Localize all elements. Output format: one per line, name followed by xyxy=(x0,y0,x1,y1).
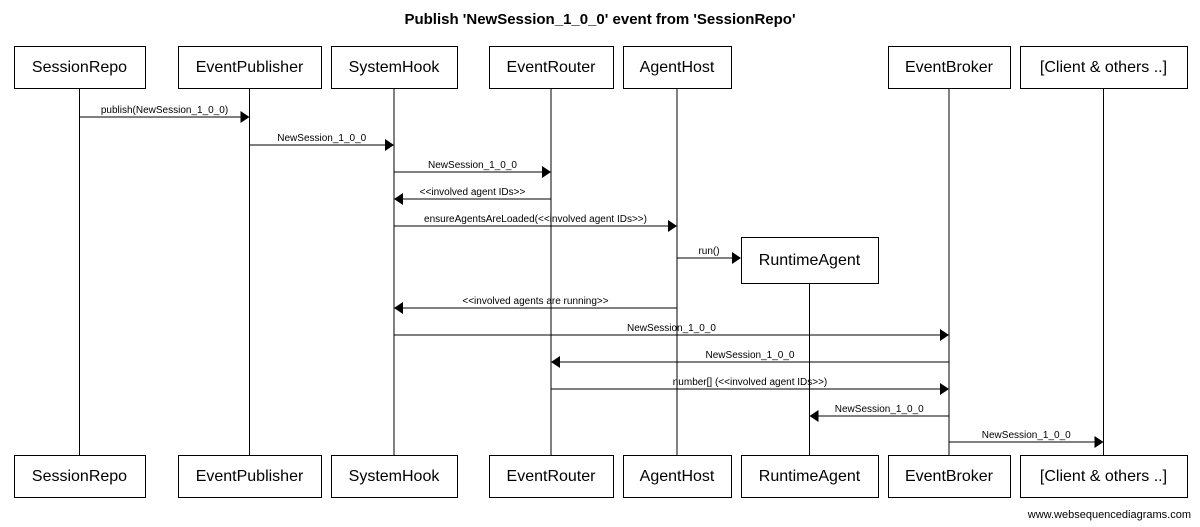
participant-label: EventRouter xyxy=(507,468,597,485)
arrowhead-icon xyxy=(668,220,677,232)
participant-box-eventbroker-bottom: EventBroker xyxy=(888,455,1011,498)
participant-box-agenthost-bottom: AgentHost xyxy=(623,455,732,498)
arrowhead-icon xyxy=(940,383,949,395)
message-label: NewSession_1_0_0 xyxy=(982,430,1071,441)
participant-footer-row: SessionRepo EventPublisher SystemHook Event… xyxy=(14,455,1188,498)
participant-label: EventBroker xyxy=(905,468,994,485)
diagram-title: Publish 'NewSession_1_0_0' event from 'S… xyxy=(404,11,795,28)
message-1: publish(NewSession_1_0_0) xyxy=(79,105,250,123)
message-label: NewSession_1_0_0 xyxy=(428,160,517,171)
participant-label: EventBroker xyxy=(905,59,994,76)
participant-box-agenthost: AgentHost xyxy=(623,46,732,89)
arrowhead-icon xyxy=(240,111,250,123)
arrowhead-icon xyxy=(1094,436,1104,448)
participant-box-sessionrepo: SessionRepo xyxy=(14,46,146,89)
message-7: <<involved agents are running>> xyxy=(394,296,677,314)
message-label: run() xyxy=(698,246,719,257)
participant-box-eventpublisher: EventPublisher xyxy=(178,46,322,89)
arrowhead-icon xyxy=(385,139,394,151)
participant-box-systemhook-bottom: SystemHook xyxy=(331,455,458,498)
participant-label: [Client & others ..] xyxy=(1040,59,1167,76)
message-label: ensureAgentsAreLoaded(<<involved agent I… xyxy=(424,214,647,225)
footer-credit: www.websequencediagrams.com xyxy=(1027,509,1191,521)
message-label: NewSession_1_0_0 xyxy=(277,133,366,144)
message-11: NewSession_1_0_0 xyxy=(809,404,949,422)
arrowhead-icon xyxy=(809,410,819,422)
message-8: NewSession_1_0_0 xyxy=(394,323,949,341)
participant-box-eventbroker: EventBroker xyxy=(888,46,1011,89)
arrowhead-icon xyxy=(940,329,949,341)
message-9: NewSession_1_0_0 xyxy=(551,350,949,368)
arrowhead-icon xyxy=(394,302,403,314)
arrowhead-icon xyxy=(542,166,551,178)
message-5: ensureAgentsAreLoaded(<<involved agent I… xyxy=(394,214,677,232)
participant-label: SystemHook xyxy=(349,468,441,485)
participant-label: SessionRepo xyxy=(32,468,127,485)
message-12: NewSession_1_0_0 xyxy=(949,430,1104,448)
arrowhead-icon xyxy=(394,193,403,205)
participant-box-runtimeagent-created: RuntimeAgent xyxy=(741,237,879,284)
participant-label: EventPublisher xyxy=(196,59,304,76)
message-label: NewSession_1_0_0 xyxy=(627,323,716,334)
message-label: NewSession_1_0_0 xyxy=(706,350,795,361)
participant-label: EventRouter xyxy=(507,59,597,76)
arrowhead-icon xyxy=(732,252,741,264)
message-label: NewSession_1_0_0 xyxy=(835,404,924,415)
message-2: NewSession_1_0_0 xyxy=(249,133,394,151)
message-label: publish(NewSession_1_0_0) xyxy=(101,105,228,116)
lifelines xyxy=(79,88,1104,455)
arrowhead-icon xyxy=(551,356,560,368)
participant-label: EventPublisher xyxy=(196,468,304,485)
participant-box-sessionrepo-bottom: SessionRepo xyxy=(14,455,146,498)
message-label: number[] (<<involved agent IDs>>) xyxy=(673,377,828,388)
participant-label: [Client & others ..] xyxy=(1040,468,1167,485)
message-3: NewSession_1_0_0 xyxy=(394,160,551,178)
participant-header-row: SessionRepo EventPublisher SystemHook Event… xyxy=(14,46,1188,284)
message-4: <<involved agent IDs>> xyxy=(394,187,551,205)
message-label: <<involved agents are running>> xyxy=(462,296,608,307)
message-list: publish(NewSession_1_0_0) NewSession_1_0_… xyxy=(79,105,1104,448)
message-6: run() xyxy=(677,246,741,264)
participant-label: SessionRepo xyxy=(32,59,127,76)
participant-box-systemhook: SystemHook xyxy=(331,46,458,89)
message-label: <<involved agent IDs>> xyxy=(420,187,526,198)
participant-label: AgentHost xyxy=(640,59,715,76)
participant-box-runtimeagent-bottom: RuntimeAgent xyxy=(741,455,879,498)
participant-box-client: [Client & others ..] xyxy=(1020,46,1188,89)
participant-box-client-bottom: [Client & others ..] xyxy=(1020,455,1188,498)
participant-label: RuntimeAgent xyxy=(759,468,861,485)
participant-box-eventpublisher-bottom: EventPublisher xyxy=(178,455,322,498)
participant-label: RuntimeAgent xyxy=(759,252,861,269)
participant-box-eventrouter: EventRouter xyxy=(489,46,614,89)
message-10: number[] (<<involved agent IDs>>) xyxy=(551,377,949,395)
participant-label: AgentHost xyxy=(640,468,715,485)
participant-label: SystemHook xyxy=(349,59,441,76)
participant-box-eventrouter-bottom: EventRouter xyxy=(489,455,614,498)
